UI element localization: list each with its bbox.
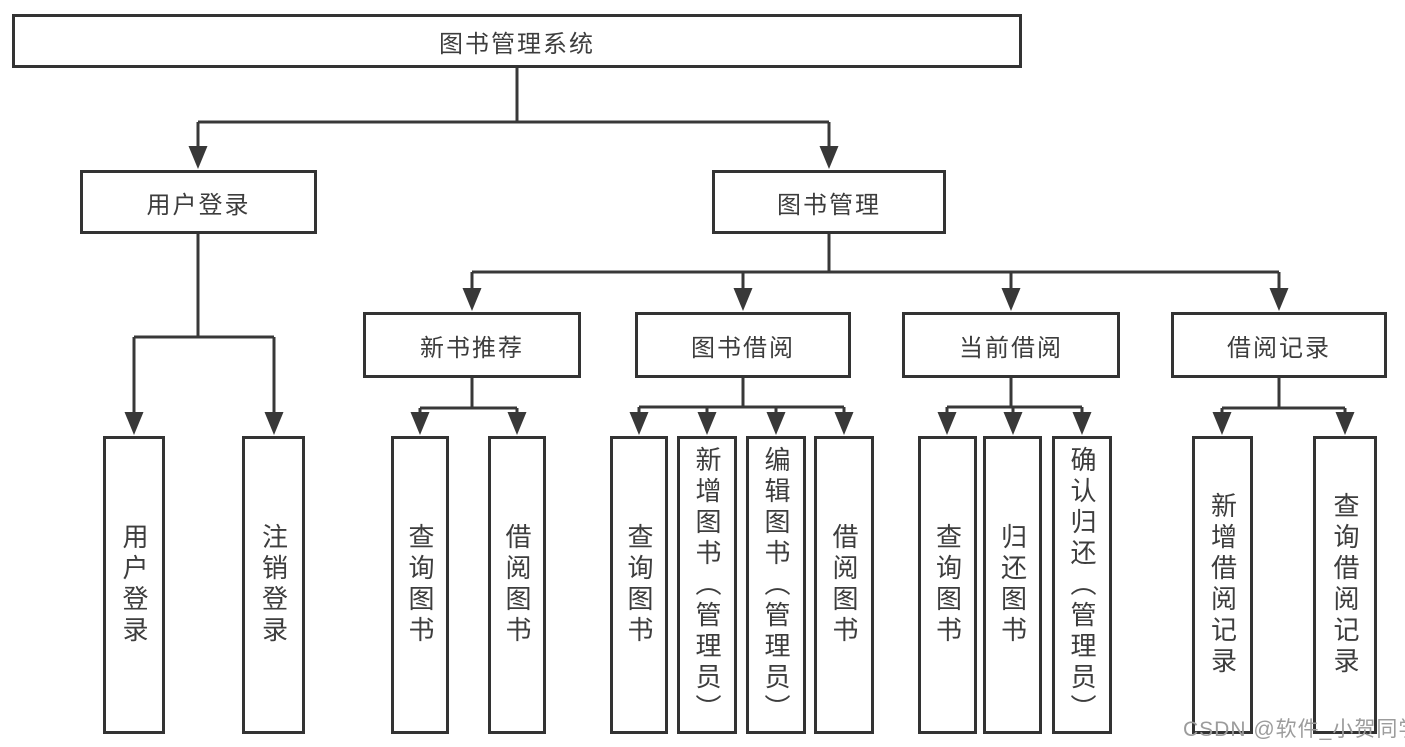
node-edit-book-admin: 编辑图书（管理员）	[746, 436, 806, 734]
connector-root-to-level2	[196, 68, 831, 148]
node-user-login-leaf: 用户登录	[103, 436, 165, 734]
arrow-down-icon	[1335, 412, 1355, 435]
connector-new-books-children	[418, 377, 519, 414]
node-book-borrowing: 图书借阅	[635, 312, 851, 378]
node-new-book-recommend: 新书推荐	[363, 312, 581, 378]
node-book-management: 图书管理	[712, 170, 946, 234]
node-query-books-2: 查询图书	[610, 436, 668, 734]
arrow-down-icon	[1212, 412, 1232, 435]
arrow-down-icon	[1072, 412, 1092, 435]
arrow-down-icon	[507, 412, 527, 435]
connector-book-mgmt-children	[470, 234, 1281, 290]
arrow-down-icon	[1003, 412, 1023, 435]
arrow-down-icon	[410, 412, 430, 435]
node-logout-leaf: 注销登录	[242, 436, 305, 734]
arrow-down-icon	[1269, 288, 1289, 311]
node-add-borrow-record: 新增借阅记录	[1192, 436, 1253, 734]
arrow-down-icon	[264, 412, 284, 435]
node-borrow-records: 借阅记录	[1171, 312, 1387, 378]
arrow-down-icon	[124, 412, 144, 435]
arrow-down-icon	[1001, 288, 1021, 311]
node-query-books-3: 查询图书	[918, 436, 977, 734]
node-current-borrowing: 当前借阅	[902, 312, 1120, 378]
connector-borrow-records-children	[1220, 377, 1347, 414]
node-query-borrow-record: 查询借阅记录	[1313, 436, 1377, 734]
arrow-down-icon	[766, 412, 786, 435]
node-query-books-1: 查询图书	[391, 436, 449, 734]
node-add-book-admin: 新增图书（管理员）	[677, 436, 737, 734]
node-library-system: 图书管理系统	[12, 14, 1022, 68]
arrow-down-icon	[462, 288, 482, 311]
arrow-down-icon	[834, 412, 854, 435]
arrow-down-icon	[188, 146, 208, 169]
arrow-down-icon	[733, 288, 753, 311]
arrow-down-icon	[629, 412, 649, 435]
arrow-down-icon	[697, 412, 717, 435]
node-user-login: 用户登录	[80, 170, 317, 234]
arrow-down-icon	[819, 146, 839, 169]
node-borrow-books-1: 借阅图书	[488, 436, 546, 734]
node-borrow-books-2: 借阅图书	[814, 436, 874, 734]
node-confirm-return-admin: 确认归还（管理员）	[1052, 436, 1112, 734]
watermark: CSDN @软件_小贺同学	[1183, 718, 1405, 741]
connector-user-login-children	[132, 234, 276, 414]
connector-book-borrow-children	[637, 377, 846, 414]
node-return-book: 归还图书	[983, 436, 1042, 734]
connector-current-borrow-children	[945, 377, 1084, 414]
arrow-down-icon	[937, 412, 957, 435]
